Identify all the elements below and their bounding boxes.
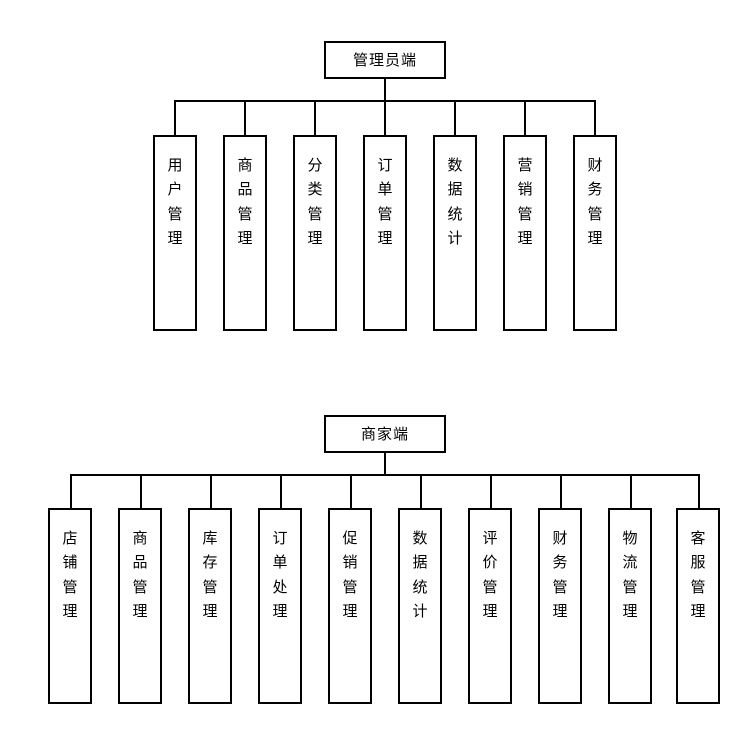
leaf-node-merchant-4-label: 订单处理 <box>272 529 288 620</box>
root-node-admin-label: 管理员端 <box>352 50 417 69</box>
leaf-node-merchant-7[interactable]: 评价管理 <box>468 508 512 704</box>
leaf-node-merchant-10[interactable]: 客服管理 <box>676 508 720 704</box>
connector-merchant-drop-4 <box>280 474 282 508</box>
connector-merchant-drop-6 <box>420 474 422 508</box>
leaf-node-merchant-8-label: 财务管理 <box>552 529 568 620</box>
leaf-node-admin-3[interactable]: 分类管理 <box>293 135 337 331</box>
connector-merchant-drop-2 <box>140 474 142 508</box>
leaf-node-merchant-1[interactable]: 店铺管理 <box>48 508 92 704</box>
leaf-node-admin-2[interactable]: 商品管理 <box>223 135 267 331</box>
leaf-node-merchant-8[interactable]: 财务管理 <box>538 508 582 704</box>
connector-admin-drop-4 <box>384 100 386 135</box>
connector-merchant-drop-8 <box>560 474 562 508</box>
connector-admin-drop-6 <box>524 100 526 135</box>
leaf-node-merchant-2-label: 商品管理 <box>132 529 148 620</box>
leaf-node-merchant-7-label: 评价管理 <box>482 529 498 620</box>
leaf-node-merchant-3-label: 库存管理 <box>202 529 218 620</box>
connector-merchant-drop-3 <box>210 474 212 508</box>
leaf-node-merchant-9[interactable]: 物流管理 <box>608 508 652 704</box>
connector-merchant-drop-5 <box>350 474 352 508</box>
leaf-node-merchant-6-label: 数据统计 <box>412 529 428 620</box>
leaf-node-admin-7[interactable]: 财务管理 <box>573 135 617 331</box>
connector-merchant-drop-1 <box>70 474 72 508</box>
leaf-node-merchant-5-label: 促销管理 <box>342 529 358 620</box>
leaf-node-admin-1-label: 用户管理 <box>167 156 183 247</box>
leaf-node-admin-5[interactable]: 数据统计 <box>433 135 477 331</box>
leaf-node-merchant-5[interactable]: 促销管理 <box>328 508 372 704</box>
connector-admin-drop-3 <box>314 100 316 135</box>
leaf-node-admin-1[interactable]: 用户管理 <box>153 135 197 331</box>
root-node-admin[interactable]: 管理员端 <box>324 41 446 79</box>
leaf-node-admin-2-label: 商品管理 <box>237 156 253 247</box>
connector-admin-drop-2 <box>244 100 246 135</box>
leaf-node-admin-7-label: 财务管理 <box>587 156 603 247</box>
leaf-node-merchant-1-label: 店铺管理 <box>62 529 78 620</box>
leaf-node-admin-5-label: 数据统计 <box>447 156 463 247</box>
connector-merchant-drop-10 <box>698 474 700 508</box>
leaf-node-admin-3-label: 分类管理 <box>307 156 323 247</box>
connector-admin-root-stem <box>384 78 386 101</box>
leaf-node-admin-4[interactable]: 订单管理 <box>363 135 407 331</box>
connector-admin-drop-5 <box>454 100 456 135</box>
root-node-merchant-label: 商家端 <box>360 424 409 443</box>
root-node-merchant[interactable]: 商家端 <box>324 415 446 453</box>
leaf-node-merchant-6[interactable]: 数据统计 <box>398 508 442 704</box>
connector-merchant-drop-9 <box>630 474 632 508</box>
leaf-node-admin-6-label: 营销管理 <box>517 156 533 247</box>
connector-merchant-root-stem <box>384 452 386 475</box>
leaf-node-merchant-9-label: 物流管理 <box>622 529 638 620</box>
connector-admin-drop-7 <box>594 100 596 135</box>
connector-merchant-drop-7 <box>490 474 492 508</box>
leaf-node-admin-4-label: 订单管理 <box>377 156 393 247</box>
leaf-node-merchant-4[interactable]: 订单处理 <box>258 508 302 704</box>
leaf-node-merchant-2[interactable]: 商品管理 <box>118 508 162 704</box>
connector-merchant-bus <box>70 474 700 476</box>
leaf-node-merchant-10-label: 客服管理 <box>690 529 706 620</box>
connector-admin-drop-1 <box>174 100 176 135</box>
leaf-node-admin-6[interactable]: 营销管理 <box>503 135 547 331</box>
leaf-node-merchant-3[interactable]: 库存管理 <box>188 508 232 704</box>
